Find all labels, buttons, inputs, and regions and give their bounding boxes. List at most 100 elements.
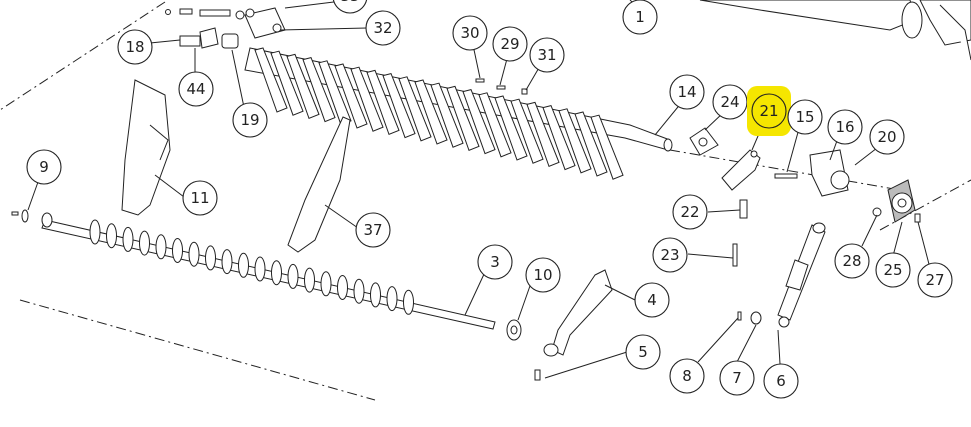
callout-label: 3 xyxy=(490,253,500,271)
tine xyxy=(366,69,400,136)
callout-18: 18 xyxy=(117,29,153,65)
tine xyxy=(270,50,304,116)
callout-44: 44 xyxy=(178,71,214,107)
tine xyxy=(382,73,416,139)
callout-label: 31 xyxy=(537,46,556,64)
tine xyxy=(446,85,480,152)
part-5-pin xyxy=(534,369,541,381)
callout-23: 23 xyxy=(652,237,688,273)
part-37-arm xyxy=(287,116,351,253)
callout-label: 21 xyxy=(759,102,778,120)
assembly-boundary xyxy=(0,1,971,401)
callout-21: 21 xyxy=(747,86,791,136)
tine xyxy=(462,89,496,155)
disc xyxy=(337,275,348,300)
part-1-frame xyxy=(699,0,971,61)
tine xyxy=(558,108,592,174)
tine xyxy=(526,101,560,168)
disc xyxy=(386,286,398,312)
callout-label: 9 xyxy=(39,158,49,176)
callout-15: 15 xyxy=(787,99,823,135)
disc xyxy=(172,238,183,263)
disc xyxy=(271,260,282,286)
callout-11: 11 xyxy=(182,180,218,216)
disc xyxy=(139,230,150,256)
disc xyxy=(370,282,381,308)
tine xyxy=(398,76,432,142)
disc xyxy=(254,256,266,282)
top-left-hardware xyxy=(165,7,286,49)
part-7-washer xyxy=(750,311,762,325)
callout-3: 3 xyxy=(477,244,513,280)
disc xyxy=(320,271,332,297)
disc xyxy=(106,223,117,249)
tine xyxy=(510,98,544,164)
callout-20: 20 xyxy=(869,119,905,155)
callout-29: 29 xyxy=(492,26,528,62)
callout-31: 31 xyxy=(529,37,565,73)
part-22-pin xyxy=(739,199,748,219)
callout-balloons: 33 32 18 44 19 30 29 31 1 14 24 21 15 16 20 9 11 37 22 23 28… xyxy=(26,0,953,399)
callout-label: 32 xyxy=(373,19,392,37)
tine xyxy=(302,57,336,123)
disc xyxy=(205,245,216,271)
callout-label: 10 xyxy=(533,266,552,284)
callout-28: 28 xyxy=(834,243,870,279)
callout-33: 33 xyxy=(332,0,368,14)
callout-label: 30 xyxy=(460,24,479,42)
tine xyxy=(574,111,608,177)
callout-label: 24 xyxy=(720,93,739,111)
part-16-bracket xyxy=(809,149,850,197)
part-4-arm xyxy=(543,269,613,357)
part-3-disc-shaft xyxy=(41,219,496,330)
callout-8: 8 xyxy=(669,358,705,394)
callout-24: 24 xyxy=(712,84,748,120)
callout-5: 5 xyxy=(625,334,661,370)
callout-label: 19 xyxy=(240,111,259,129)
callout-label: 25 xyxy=(883,261,902,279)
tine xyxy=(494,95,528,161)
callout-16: 16 xyxy=(827,109,863,145)
disc xyxy=(353,278,365,304)
disc xyxy=(304,267,315,293)
callout-label: 4 xyxy=(647,291,657,309)
disc xyxy=(221,249,233,275)
disc xyxy=(287,263,299,289)
tine xyxy=(478,92,512,158)
callout-9: 9 xyxy=(26,149,62,185)
callout-19: 19 xyxy=(232,102,268,138)
callout-27: 27 xyxy=(917,262,953,298)
tine xyxy=(318,60,352,126)
part-8-pin xyxy=(737,311,742,321)
disc xyxy=(155,234,167,260)
callout-label: 37 xyxy=(363,221,382,239)
callout-10: 10 xyxy=(525,257,561,293)
callout-label: 1 xyxy=(635,8,645,26)
callout-label: 18 xyxy=(125,38,144,56)
callout-37: 37 xyxy=(355,212,391,248)
part-11-plate xyxy=(121,79,171,216)
part-14-tine-shaft xyxy=(244,47,673,180)
callout-label: 27 xyxy=(925,271,944,289)
callout-label: 16 xyxy=(835,118,854,136)
callout-label: 29 xyxy=(500,35,519,53)
disc xyxy=(89,219,101,245)
part-27-bolt xyxy=(914,213,921,223)
part-24-washer xyxy=(689,127,719,156)
callout-label: 14 xyxy=(677,83,696,101)
disc xyxy=(122,226,134,252)
tine xyxy=(542,105,576,171)
callout-label: 5 xyxy=(638,343,648,361)
part-21-lever xyxy=(721,149,761,191)
callout-label: 22 xyxy=(680,203,699,221)
part-6-cylinder xyxy=(777,222,826,328)
tine xyxy=(414,79,448,145)
part-15-pin xyxy=(774,173,798,179)
disc xyxy=(188,241,200,267)
callout-label: 20 xyxy=(877,128,896,146)
parts-30-29-31-pins xyxy=(475,78,528,95)
callout-25: 25 xyxy=(875,252,911,288)
part-23-pin xyxy=(732,243,738,267)
callout-label: 28 xyxy=(842,252,861,270)
